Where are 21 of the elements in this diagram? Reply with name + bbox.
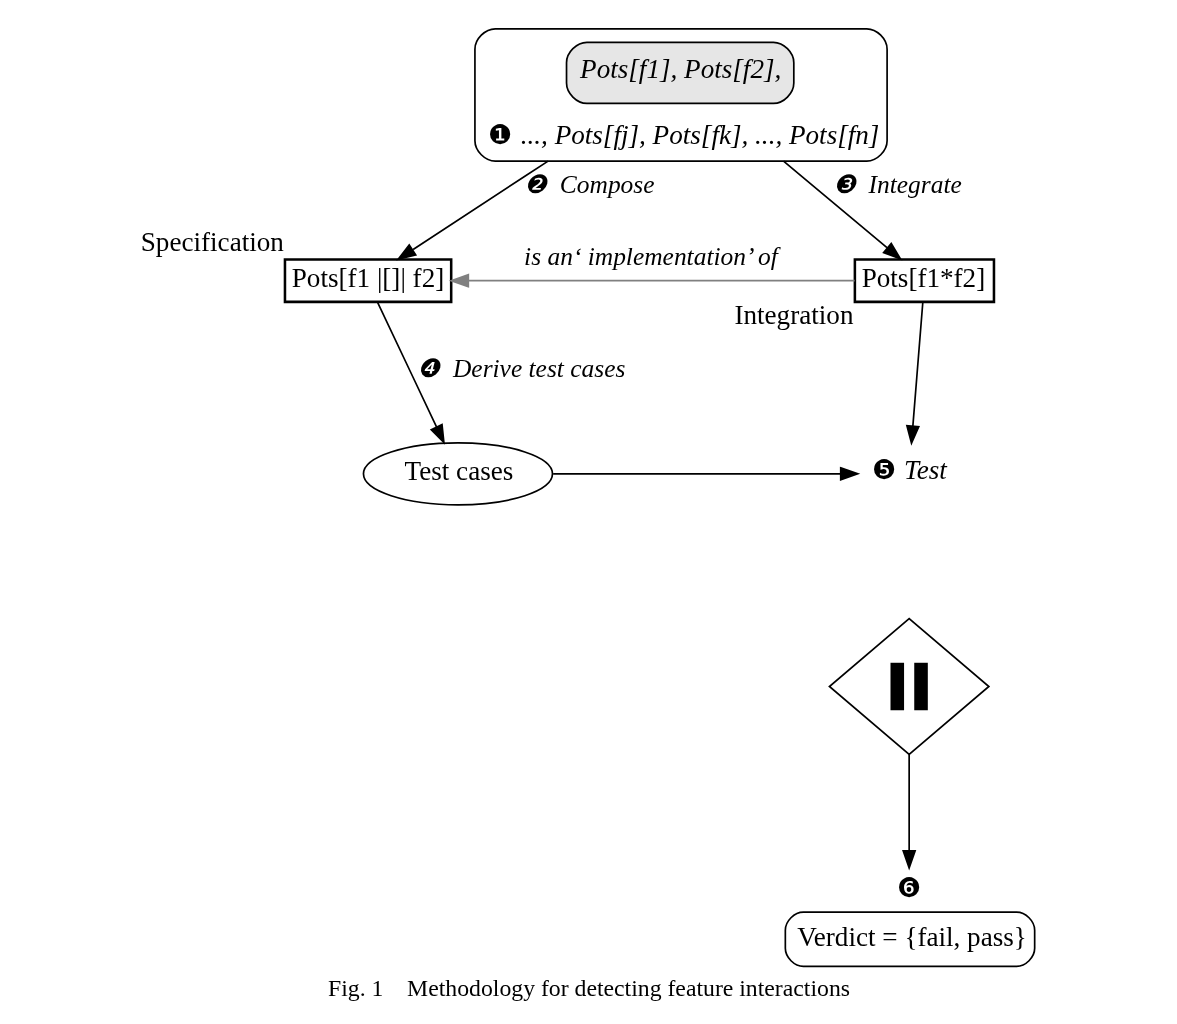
edge-label: ❷ Compose [523,170,655,200]
arrow [551,466,860,481]
arrow [782,160,902,261]
arrow [448,273,855,288]
node-label: Specification [140,226,284,257]
arrow [376,301,445,445]
node-box: Pots[f1], Pots[f2], [565,41,795,105]
node-label: ❻ [896,872,921,903]
node-box: Verdict = {fail, pass} [784,911,1035,968]
caption: Fig. 1 Methodology for detecting feature interactions [327,974,850,1001]
node-diamond [827,617,990,756]
node-text: ❺ Test [871,454,947,485]
arrow [901,753,916,871]
arrow [395,160,549,261]
edge-label: ❹ Derive test cases [416,353,625,383]
edge-label: ❸ Integrate [832,170,962,200]
node-box: Pots[f1*f2] [853,258,995,304]
node-label: Integration [733,299,853,330]
node-box: Pots[f1 |[]| f2] [283,258,452,304]
arrow [905,301,924,446]
node-ellipse: Test cases [362,442,553,506]
